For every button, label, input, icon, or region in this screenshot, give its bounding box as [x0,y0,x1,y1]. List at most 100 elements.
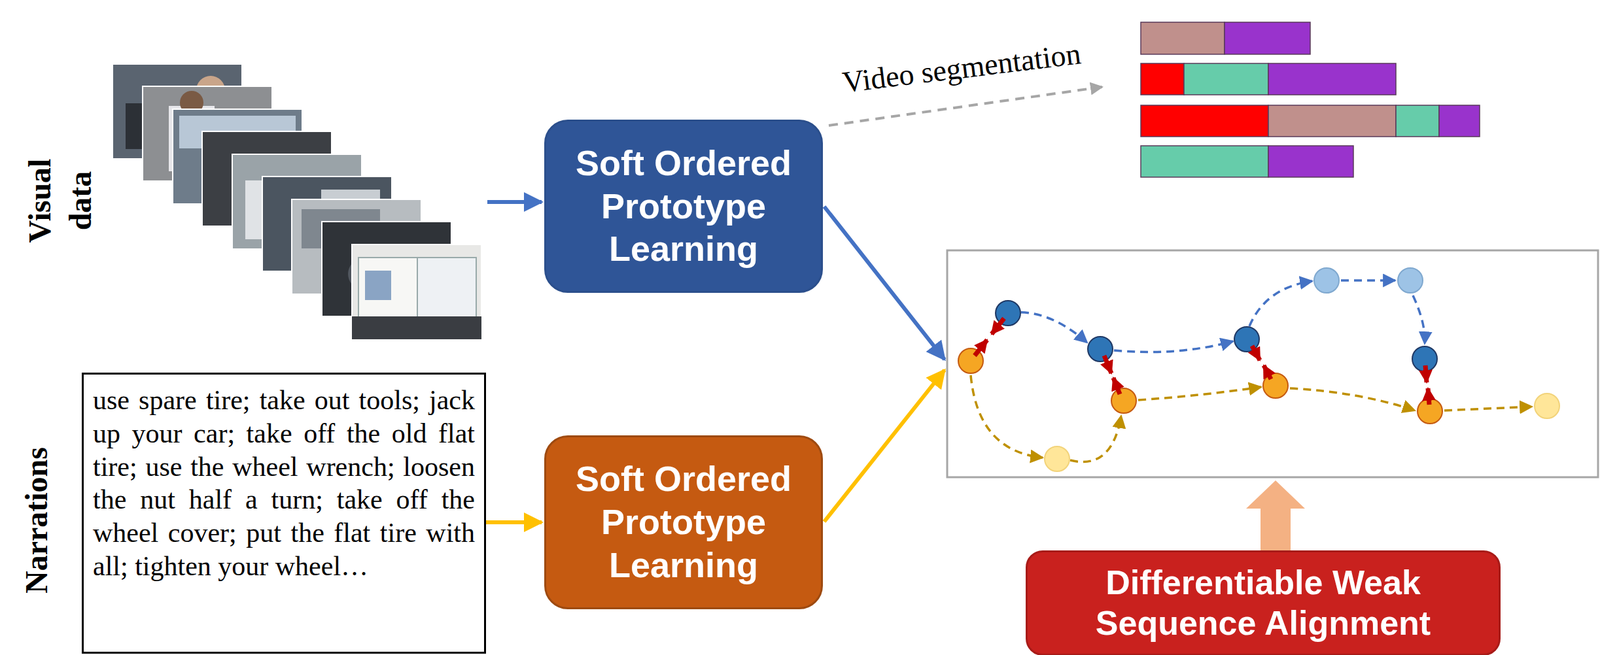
visual-prototypes [995,300,1021,326]
axis-label: Narrations [16,447,57,594]
visual-prototypes [1314,268,1340,294]
visual-prototypes [1397,268,1423,294]
narration-box: use spare tire; take out tools; jack up … [81,372,487,655]
text-prototypes [1263,373,1288,399]
video-frames [112,64,243,159]
video-frames [202,131,332,227]
process-box: Differentiable Weak Sequence Alignment [1025,550,1501,655]
alignment-arrows [974,318,1430,405]
box-text: Soft Ordered Prototype Learning [557,457,810,588]
video-frames [202,131,332,227]
video-frames [262,176,392,272]
segmentation-bars [1224,22,1311,55]
video-frames [172,109,303,205]
segmentation-bars [1183,63,1269,95]
text-path [1444,406,1532,411]
process-box: Soft Ordered Prototype Learning [544,119,823,294]
video-frames [301,209,381,249]
video-frames [365,270,392,301]
video-frames [179,115,296,149]
process-box: Soft Ordered Prototype Learning [544,435,823,610]
segmentation-bars [1395,105,1440,137]
video-frames [351,244,482,340]
segmentation-bars [1439,105,1480,137]
axis-label: Visual data [19,145,102,257]
visual-path [1113,341,1234,353]
video-frames [112,64,482,340]
segmentation-bars [1140,145,1269,178]
text-prototypes [1534,393,1560,419]
box-text: Differentiable Weak Sequence Alignment [1036,562,1490,645]
visual-prototypes [1412,346,1438,372]
video-frames [291,199,422,295]
segmentation-bars [1268,145,1354,178]
visual-prototypes [995,268,1438,372]
visual-path [1008,312,1088,343]
segmentation-bars [1140,63,1184,95]
input-arrow [487,200,542,205]
alignment-arrows [1104,355,1112,374]
video-frames [347,247,440,301]
video-frames [179,90,204,115]
video-frames [125,103,185,150]
text-path [970,375,1532,463]
video-frames [310,180,337,207]
video-frames [351,316,482,340]
segmentation-bars [1140,22,1225,55]
video-frames [142,86,273,182]
text-prototypes [958,348,984,374]
alignment-panel [947,250,1599,478]
alignment-arrows [1263,365,1271,380]
box-text: use spare tire; take out tools; jack up … [92,383,475,584]
annotation-label: Video segmentation [840,35,1083,101]
text-path [1289,388,1415,411]
block-arrow [1246,480,1305,551]
visual-path [1008,280,1425,353]
video-frames [245,180,298,240]
video-frames [241,164,307,217]
video-frames [142,86,273,182]
visual-prototypes [1234,327,1260,352]
text-path [1138,387,1262,401]
text-prototypes [1044,446,1070,472]
video-frames [232,154,362,250]
visual-prototypes [1087,336,1113,362]
text-arrow [824,370,945,522]
video-frames [321,221,452,317]
video-frames [417,257,477,330]
segmentation-bars [1268,105,1396,137]
alignment-arrows [1425,365,1427,383]
alignment-arrows [1252,346,1260,361]
segmentation-bars [1140,105,1269,137]
connector-arrow [486,520,542,525]
alignment-arrows [1427,388,1430,405]
video-frames [112,64,243,159]
text-prototypes [958,348,1560,472]
text-path [1070,416,1122,463]
text-prototypes [1111,388,1137,414]
video-frames [168,105,215,172]
video-frames [262,176,392,272]
video-frames [358,257,418,330]
alignment-arrows [1113,378,1120,395]
video-frames [321,189,381,262]
video-frames [291,199,422,295]
visual-path [1340,279,1396,282]
video-frames [334,249,367,281]
visual-arrow [824,206,945,360]
video-frames [238,148,265,175]
video-frames [351,244,482,340]
box-text: Soft Ordered Prototype Learning [557,141,810,272]
alignment-arrows [974,340,988,356]
text-path [970,375,1043,458]
alignment-arrows [991,318,1005,335]
text-prototypes [1417,399,1443,424]
video-frames [321,221,452,317]
visual-path [1249,281,1313,327]
video-frames [196,75,226,105]
video-frames [232,154,362,250]
video-frames [172,109,303,205]
visual-path [1412,295,1425,345]
segmentation-bars [1140,22,1480,178]
